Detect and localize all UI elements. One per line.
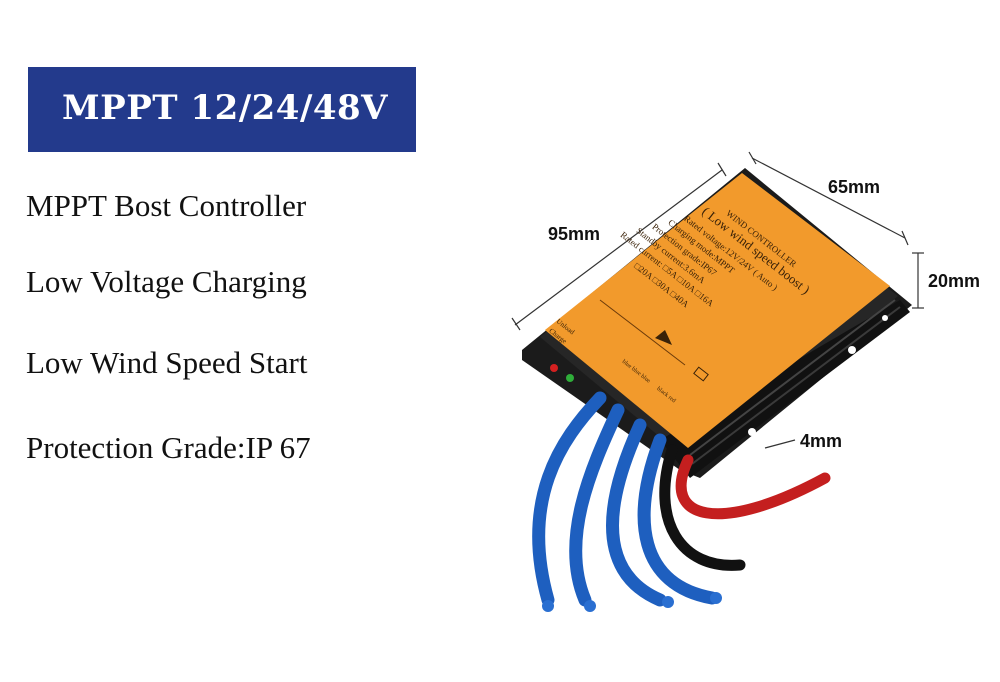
dimension-lines	[511, 151, 924, 449]
dim-hole: 4mm	[800, 431, 842, 451]
feature-mppt: MPPT Bost Controller	[26, 188, 307, 223]
cables	[532, 391, 831, 612]
wind-turbine-icon	[655, 330, 672, 345]
title-banner	[28, 67, 416, 152]
feature-low-voltage: Low Voltage Charging	[26, 264, 307, 299]
banner-title: MPPT 12/24/48V	[62, 88, 389, 128]
green-led	[566, 374, 574, 382]
battery-icon	[693, 366, 709, 382]
red-led	[550, 364, 558, 372]
dim-width: 65mm	[828, 177, 880, 197]
feature-low-wind: Low Wind Speed Start	[26, 345, 308, 380]
feature-protection: Protection Grade:IP 67	[26, 430, 311, 465]
dim-height: 20mm	[928, 271, 980, 291]
controller-label: WIND CONTROLLER ( Low wind speed boost )…	[545, 173, 890, 448]
dim-length: 95mm	[548, 224, 600, 244]
